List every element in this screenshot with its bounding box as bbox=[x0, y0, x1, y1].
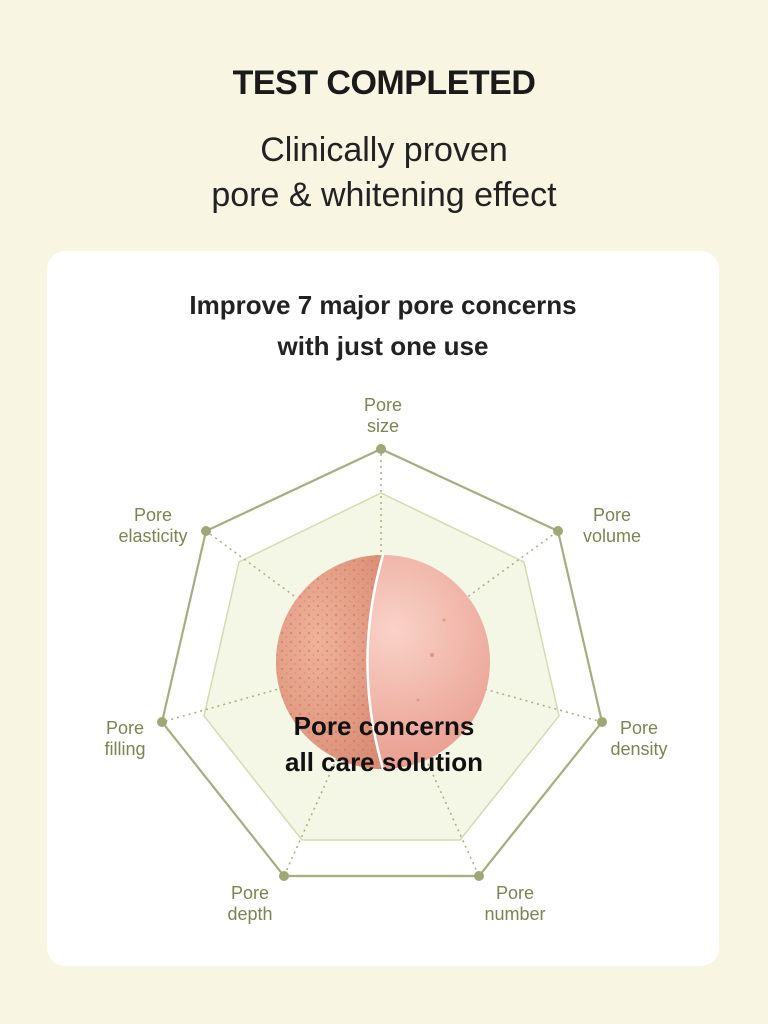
page-title: TEST COMPLETED bbox=[232, 64, 536, 102]
subtitle-line-1: Clinically proven bbox=[260, 131, 508, 169]
card-title-line-2: with just one use bbox=[277, 331, 489, 361]
axis-dots bbox=[157, 444, 607, 881]
subtitle-line-2: pore & whitening effect bbox=[211, 176, 557, 214]
center-caption-line-1: Pore concerns bbox=[293, 711, 475, 741]
outer-heptagon bbox=[160, 447, 604, 878]
card-title-line-1: Improve 7 major pore concerns bbox=[189, 290, 577, 320]
center-caption-line-2: all care solution bbox=[285, 747, 483, 777]
info-card: Improve 7 major pore concerns with just … bbox=[47, 251, 719, 966]
